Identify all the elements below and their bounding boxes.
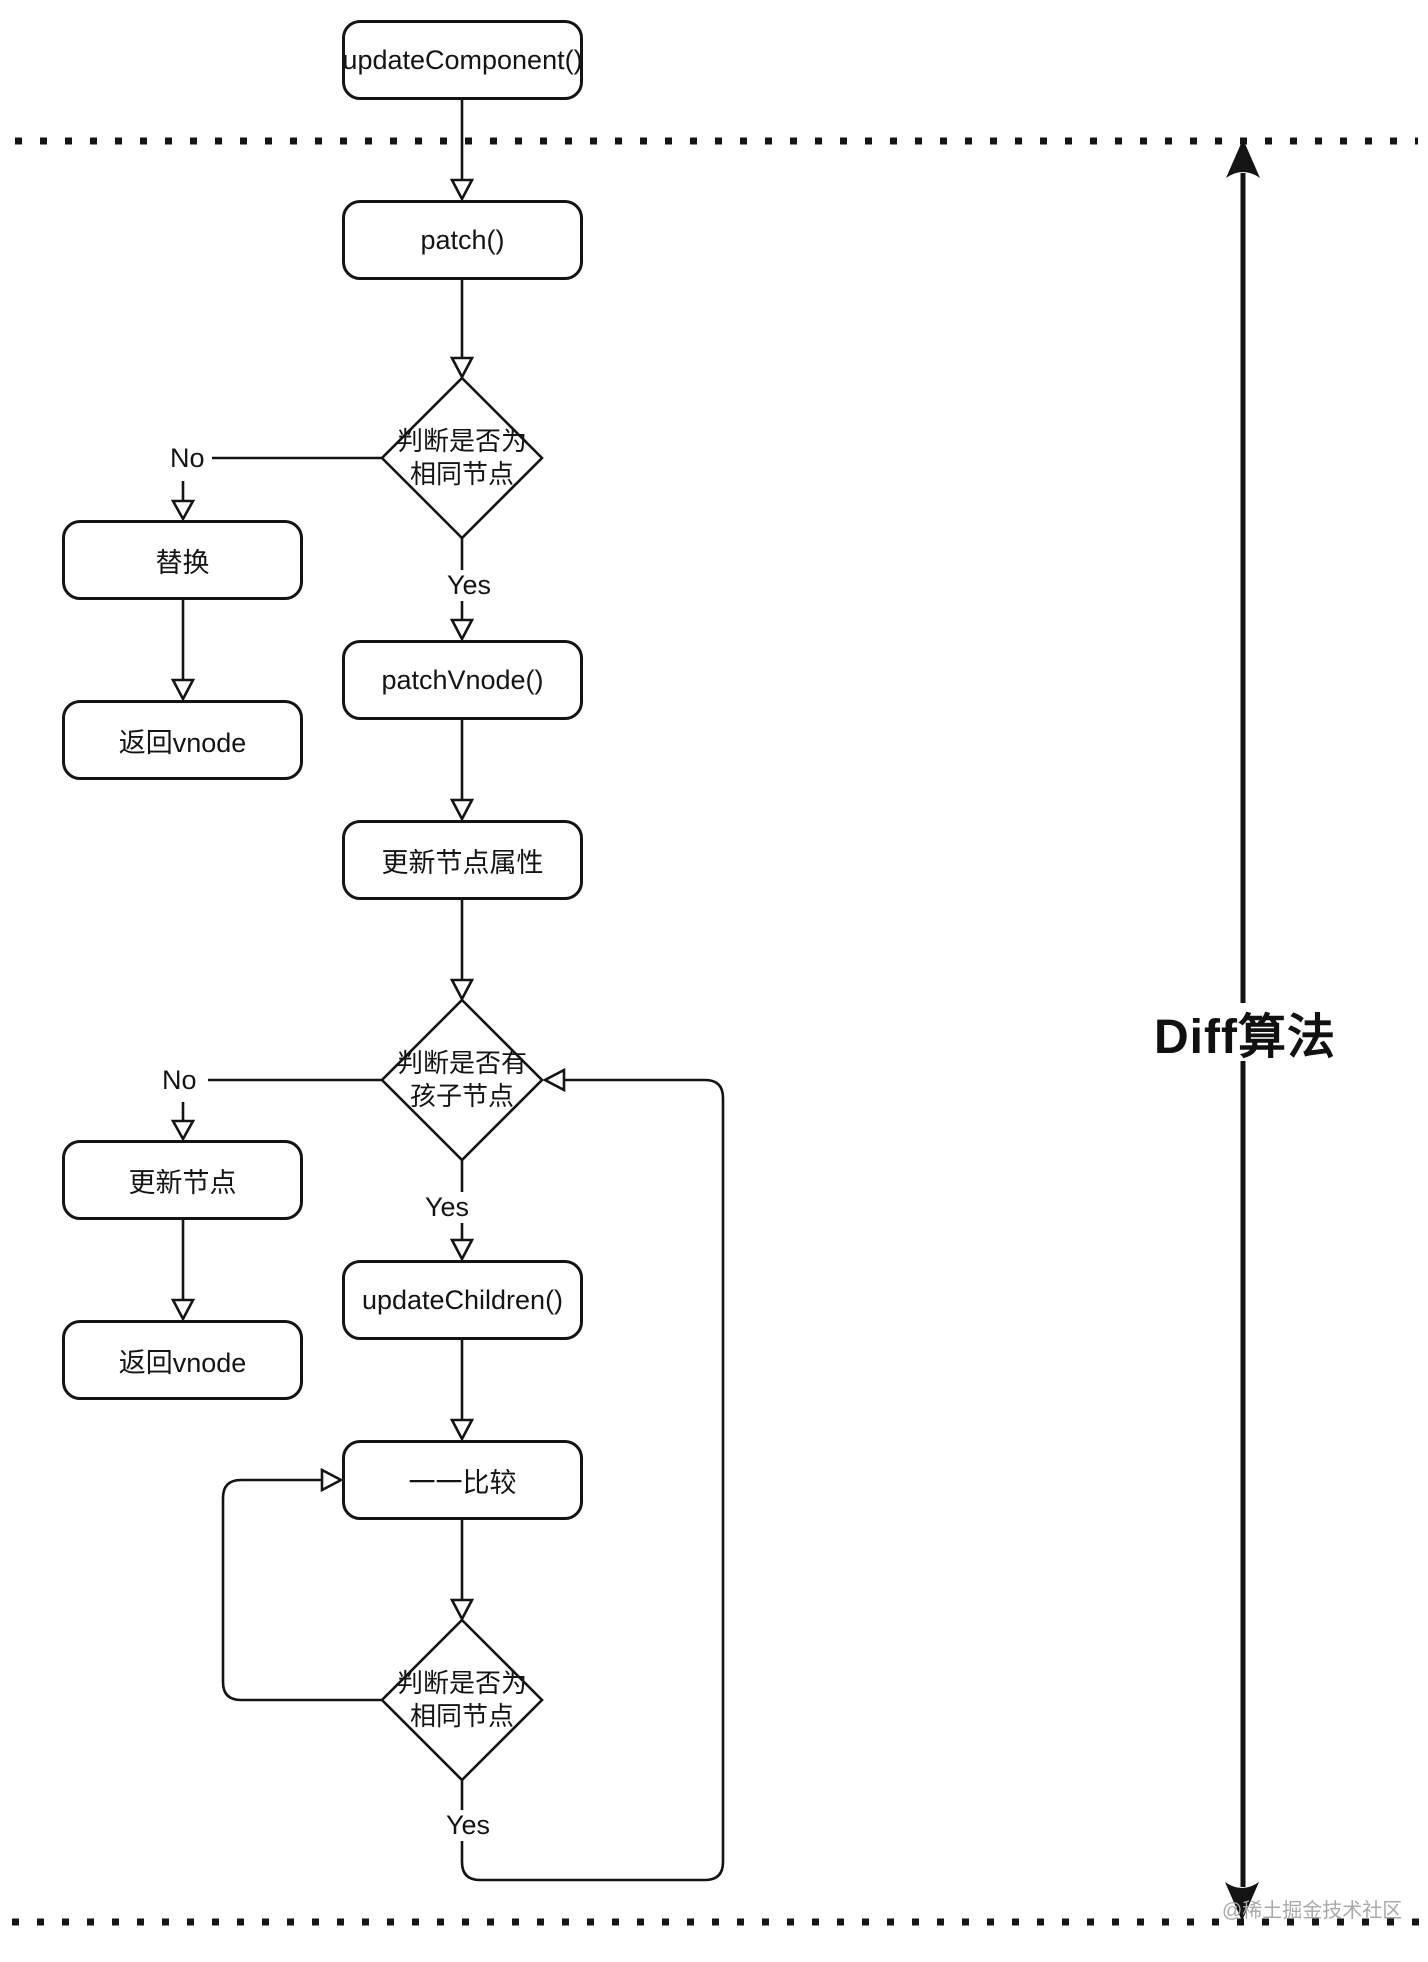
node-update-children: updateChildren() — [342, 1260, 583, 1340]
edge-diamond3-loop-compare — [221, 1478, 382, 1702]
node-compare-label: 一一比较 — [408, 1467, 517, 1498]
arrowhead-into-diamond1 — [449, 356, 475, 380]
decision-has-children-line1: 判断是否有 — [396, 1048, 527, 1078]
arrowhead-into-diamond2 — [449, 978, 475, 1002]
node-return-vnode-1: 返回vnode — [62, 700, 303, 780]
arrowhead-into-updatenode — [170, 1119, 196, 1142]
decision-same-node-1-line1: 判断是否为 — [396, 426, 527, 456]
arrowhead-into-diamond3 — [449, 1598, 475, 1622]
edge-label-yes-2: Yes — [410, 1192, 484, 1223]
node-update-node: 更新节点 — [62, 1140, 303, 1220]
arrowhead-loop-into-compare — [320, 1467, 344, 1493]
node-compare: 一一比较 — [342, 1440, 583, 1520]
edge-label-no-1: No — [170, 443, 205, 473]
diff-arrow-head-top — [1226, 139, 1260, 178]
node-patch-vnode-label: patchVnode() — [381, 664, 544, 695]
node-update-component: updateComponent() — [342, 20, 583, 100]
arrowhead-into-returnvnode1 — [170, 678, 196, 702]
arrowhead-into-replace — [170, 499, 196, 522]
watermark: @稀土掘金技术社区 — [1222, 1900, 1403, 1922]
node-return-vnode-1-label: 返回vnode — [118, 727, 247, 758]
edge-diamond3-yes-loop-diamond2 — [460, 1078, 725, 1882]
node-return-vnode-2: 返回vnode — [62, 1320, 303, 1400]
decision-has-children-line2: 孩子节点 — [409, 1081, 514, 1111]
node-patch-vnode: patchVnode() — [342, 640, 583, 720]
decision-same-node-2-label: 判断是否为 相同节点 — [382, 1667, 542, 1733]
arrowhead-into-compare — [449, 1418, 475, 1442]
arrowhead-into-patch — [449, 178, 475, 202]
decision-same-node-2-line1: 判断是否为 — [396, 1668, 527, 1698]
node-update-node-attrs-label: 更新节点属性 — [381, 847, 544, 878]
arrowhead-loop-into-diamond2 — [542, 1067, 566, 1093]
arrowhead-into-patchvnode — [449, 618, 475, 642]
node-replace-label: 替换 — [155, 547, 210, 578]
decision-same-node-1-line2: 相同节点 — [409, 459, 514, 489]
decision-same-node-2-line2: 相同节点 — [409, 1701, 514, 1731]
decision-same-node-1-label: 判断是否为 相同节点 — [382, 425, 542, 491]
node-patch: patch() — [342, 200, 583, 280]
decision-has-children-label: 判断是否有 孩子节点 — [382, 1047, 542, 1113]
edge-label-yes-1: Yes — [432, 570, 506, 601]
arrowhead-into-returnvnode2 — [170, 1298, 196, 1322]
edge-label-yes-3: Yes — [431, 1810, 505, 1841]
arrowhead-into-updateattrs — [449, 798, 475, 822]
node-replace: 替换 — [62, 520, 303, 600]
arrowhead-into-updatechildren — [449, 1238, 475, 1262]
edge-label-no-2: No — [162, 1065, 197, 1095]
node-update-children-label: updateChildren() — [361, 1284, 564, 1315]
node-update-node-attrs: 更新节点属性 — [342, 820, 583, 900]
node-update-node-label: 更新节点 — [128, 1167, 237, 1198]
node-patch-label: patch() — [420, 224, 505, 255]
diff-arrow-head-bottom — [1225, 1882, 1259, 1921]
node-return-vnode-2-label: 返回vnode — [118, 1347, 247, 1378]
node-update-component-label: updateComponent() — [342, 44, 583, 75]
diff-algorithm-label: Diff算法 — [1138, 1003, 1352, 1064]
